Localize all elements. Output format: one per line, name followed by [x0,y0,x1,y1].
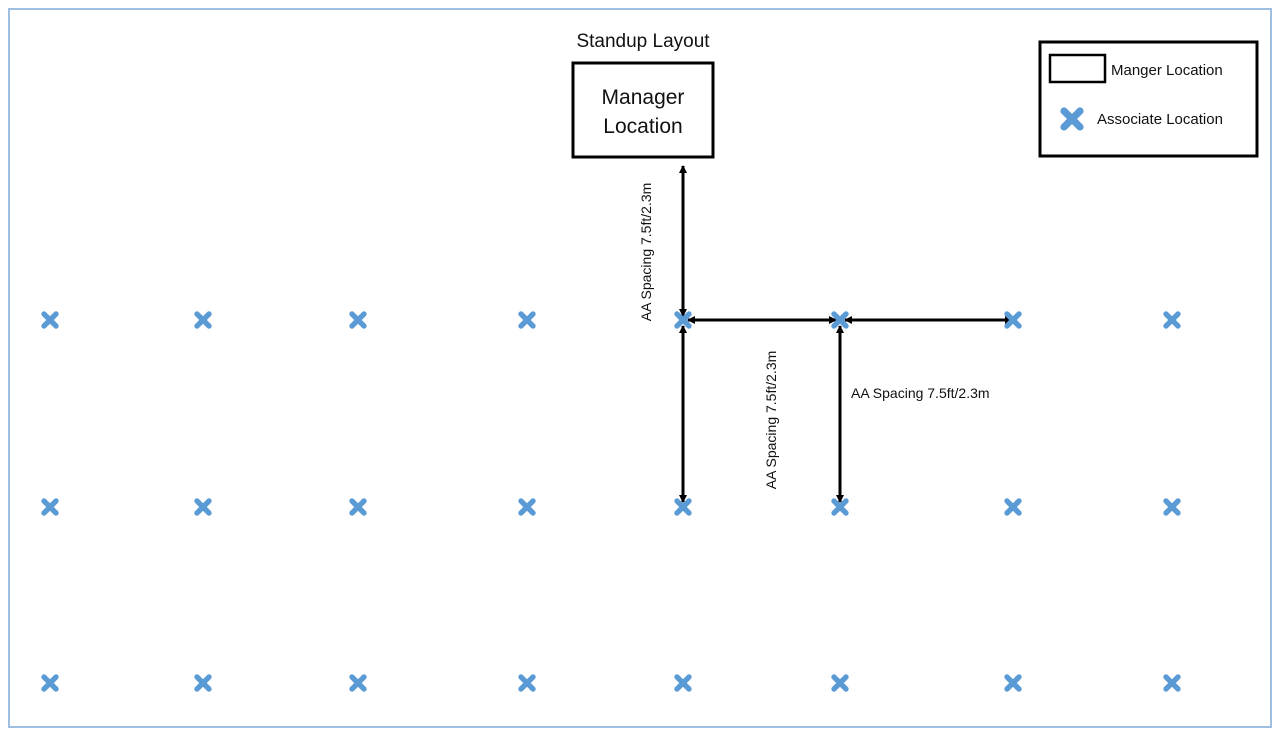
associate-location-marker [349,311,367,329]
associate-location-marker [194,498,212,516]
associate-location-marker [674,311,692,329]
associate-location-marker [518,311,536,329]
associate-location-marker [674,498,692,516]
associate-location-marker [831,311,849,329]
spacing-label-vertical-middle: AA Spacing 7.5ft/2.3m [763,351,779,490]
associate-location-marker [674,674,692,692]
associate-location-marker [1163,674,1181,692]
associate-location-marker [831,674,849,692]
spacing-arrows [679,165,1013,503]
spacing-label-vertical-top: AA Spacing 7.5ft/2.3m [638,183,654,322]
associate-location-marker [1163,311,1181,329]
associate-location-marker [41,674,59,692]
legend-manager-label: Manger Location [1111,62,1223,79]
associate-location-marker [41,311,59,329]
associate-grid [41,311,1181,692]
manager-location-box: Manager Location [571,61,715,159]
diagram-title: Standup Layout [576,31,710,52]
legend: Manger Location Associate Location [1038,40,1259,158]
manager-box-line2: Location [603,115,682,138]
manager-box-line1: Manager [602,86,685,109]
associate-location-marker [831,498,849,516]
associate-location-marker [194,311,212,329]
associate-location-marker [518,674,536,692]
associate-location-marker [194,674,212,692]
associate-location-marker [349,498,367,516]
associate-location-marker [518,498,536,516]
associate-location-marker [1004,311,1022,329]
legend-associate-icon [1060,107,1084,131]
legend-manager-swatch [1048,53,1107,84]
associate-location-marker [41,498,59,516]
associate-location-marker [349,674,367,692]
legend-associate-label: Associate Location [1097,111,1223,128]
associate-location-marker [1004,498,1022,516]
associate-location-marker [1004,674,1022,692]
spacing-label-horizontal: AA Spacing 7.5ft/2.3m [851,385,990,401]
associate-location-marker [1163,498,1181,516]
associate-x-icon [1060,107,1084,131]
